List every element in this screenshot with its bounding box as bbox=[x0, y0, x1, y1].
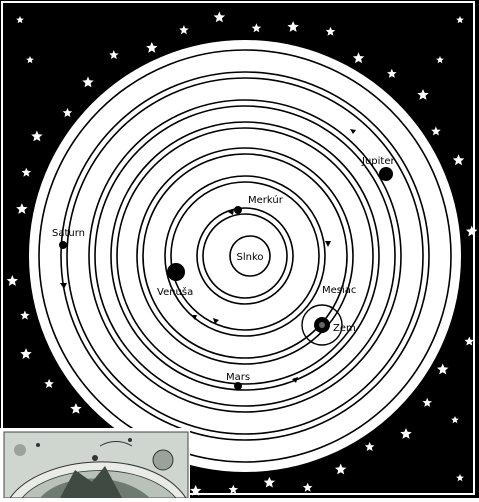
label-zem: Zem bbox=[333, 323, 356, 334]
planet-venusa bbox=[167, 263, 185, 281]
planet-zem-highlight bbox=[319, 322, 325, 328]
sun-label: Slnko bbox=[236, 252, 263, 263]
planet-mars bbox=[234, 382, 242, 390]
label-merkur: Merkúr bbox=[248, 194, 284, 206]
label-jupiter: Jupiter bbox=[361, 156, 395, 167]
label-venusa: Venuša bbox=[157, 286, 193, 298]
inset-engraving bbox=[0, 428, 190, 498]
planet-jupiter bbox=[379, 167, 393, 181]
planet-merkur bbox=[234, 206, 242, 214]
label-mars: Mars bbox=[226, 372, 250, 383]
label-mesiac: Mesiac bbox=[322, 285, 356, 296]
planet-saturn bbox=[59, 241, 67, 249]
label-saturn: Saturn bbox=[52, 228, 85, 239]
